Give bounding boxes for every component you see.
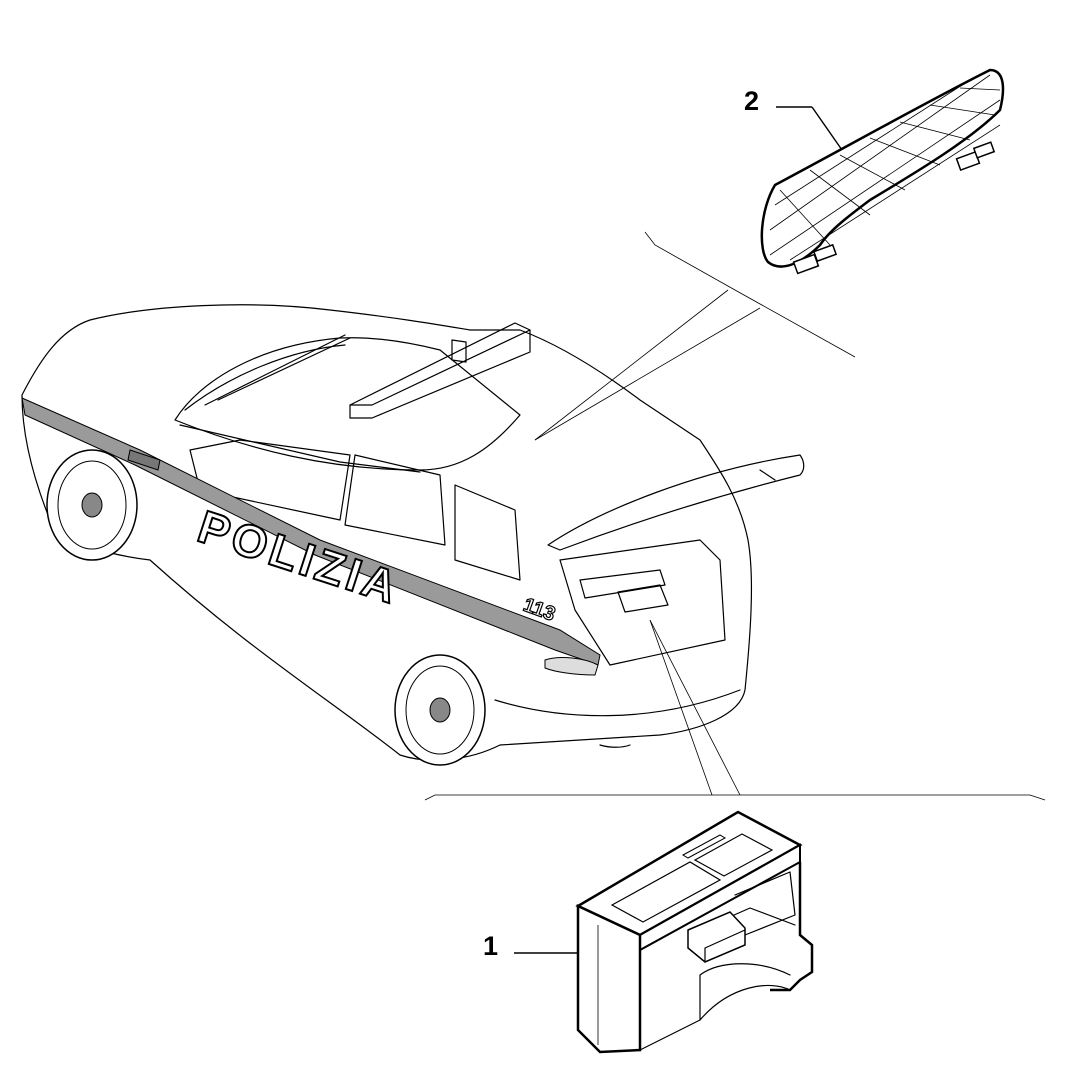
cargo-drawer [617,584,669,613]
light-bar-top [349,329,531,406]
side-window-line [179,424,421,473]
module-drawer [687,911,746,963]
module-arch-inner [699,963,791,1021]
callout-2-leader-d [811,106,843,151]
police-car: POLIZIA 113 [21,304,805,766]
leader-2-a [534,289,729,441]
leader-2-bracket [644,231,856,358]
module-shelf-upper [734,871,796,936]
module-top-panel-left [610,861,722,923]
cargo-opening [559,539,726,666]
taillight [544,657,599,676]
leader-2-b [534,307,761,441]
cargo-module-part: 1 [483,810,814,1054]
car-roof [174,337,521,471]
rear-bumper [494,689,741,717]
module-drawer-front [704,929,746,963]
cargo-net-part: 2 [744,68,1005,275]
livery-text: POLIZIA [192,500,407,614]
callout-1: 1 [483,931,498,961]
module-arch [639,984,791,1051]
net-clips [792,141,996,275]
leader-lines [424,231,1046,801]
module-top-panel-right [693,833,774,877]
rear-wheel [394,654,486,766]
callout-2: 2 [744,86,759,116]
leader-1-a [649,619,713,796]
cargo-shelf [579,569,666,599]
net-frame [760,68,1005,268]
leader-1-b [649,619,741,796]
wiper [204,334,346,406]
side-marker [127,449,161,471]
wiper-2 [217,337,351,401]
quarter-window [454,484,521,581]
beacon [451,339,467,363]
module-slot [681,834,727,859]
leader-1-bracket [424,794,1046,801]
net-mesh [769,74,1001,261]
car-body-outline [21,304,753,761]
exhaust [599,744,631,748]
tailgate-handle [759,469,776,481]
rear-side-window [344,454,446,546]
light-bar [349,322,531,419]
windshield-top [184,344,346,411]
front-wheel [46,449,138,561]
open-tailgate [547,454,805,551]
